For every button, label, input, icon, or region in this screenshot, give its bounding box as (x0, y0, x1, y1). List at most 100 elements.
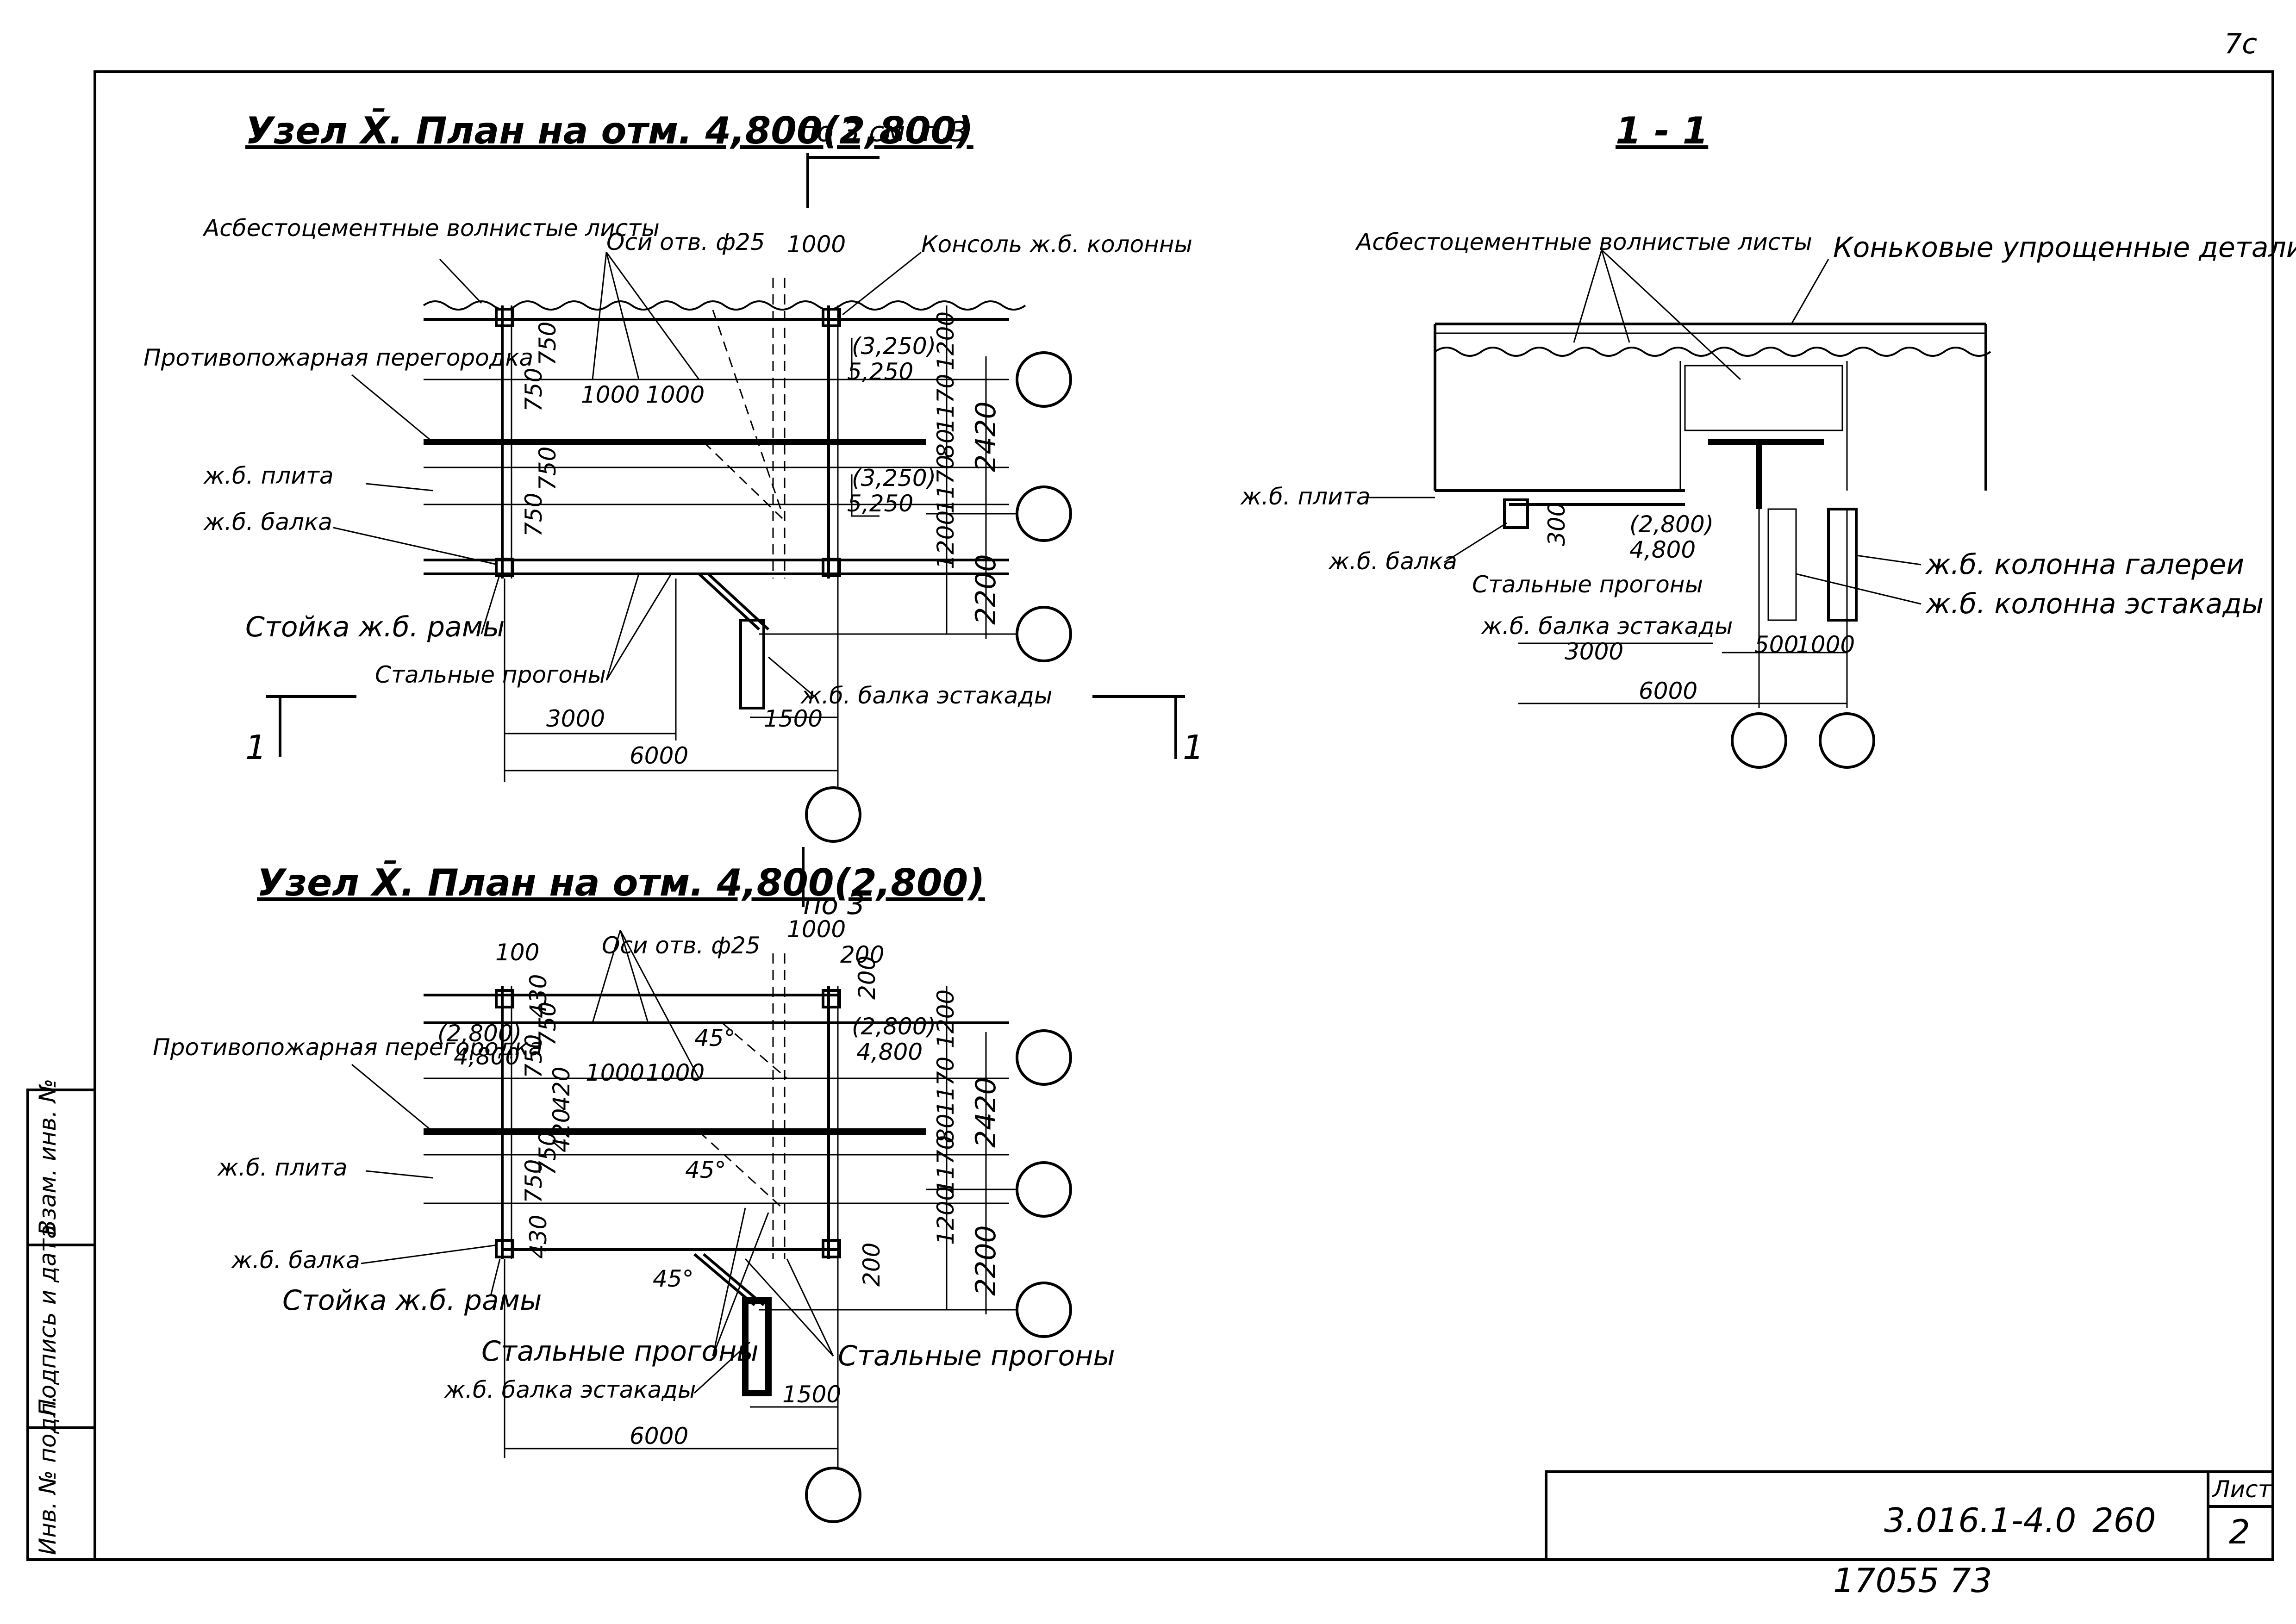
axis-bubble (1016, 351, 1072, 408)
dim-text: 430 (525, 1215, 552, 1259)
side-stamp-replacement: Взам. инв. № (34, 1079, 61, 1236)
side-stamp: Инв. № подл. Подпись и дата Взам. инв. № (26, 1079, 96, 1561)
label-column-console: Консоль ж.б. колонны (921, 231, 1192, 258)
leader-line (439, 258, 482, 304)
plan-bottom: Узел X̄. План на отм. 4,800(2,800) по 3 (153, 847, 1115, 1523)
dim-text: 1000 (581, 381, 640, 408)
leader-line (480, 573, 501, 635)
dim-text: 5,250 (847, 490, 913, 517)
dim-text: 420 (548, 1067, 575, 1111)
column-console (822, 1239, 841, 1258)
leader-line (712, 1212, 769, 1356)
dim-text: 3000 (546, 705, 605, 732)
section-cut-label: 1 (245, 728, 267, 767)
title-block-sheet-label: Лист (2212, 1476, 2272, 1503)
axis-bubble (1016, 1282, 1072, 1338)
label-gallery-column: ж.б. колонна галереи (1925, 548, 2244, 581)
dim-text: 200 (840, 941, 884, 968)
dim-text: 1200 (932, 1186, 959, 1245)
plan-bottom-title: Узел X̄. План на отм. 4,800(2,800) (257, 860, 985, 904)
leader-line (1856, 554, 1922, 566)
dim-text: 1170 (932, 1057, 959, 1115)
dim-text: 45° (694, 1025, 736, 1052)
axis-bubble (1819, 712, 1875, 769)
leader-line (1601, 249, 1630, 343)
label-steel-purlins-right: Стальные прогоны (838, 1340, 1115, 1372)
leader-line (605, 573, 672, 681)
label-asbestos-sheets: Асбестоцементные волнистые листы (202, 215, 660, 242)
column-console (822, 308, 841, 327)
section-1-1: 1 - 1 Асбестоцементные волнистые листы (1240, 109, 2296, 769)
dim-text: 750 (534, 1132, 561, 1176)
dim-text: 3000 (1565, 638, 1623, 665)
dim-text: 430 (525, 974, 552, 1018)
leader-line (1791, 259, 1829, 324)
dim-text: 1200 (932, 510, 959, 569)
leader-line (490, 1258, 501, 1296)
label-asbestos-sheets: Асбестоцементные волнистые листы (1355, 229, 1812, 255)
dim-text: (2,800) (1629, 511, 1714, 538)
dim-text: 45° (685, 1157, 726, 1183)
dim-text: 1000 (646, 1059, 705, 1086)
axis-bubble (805, 786, 861, 843)
leader-line (1796, 573, 1922, 605)
label-trestle-beam: ж.б. балка эстакады (444, 1376, 696, 1403)
leader-line (351, 1064, 433, 1132)
hidden-line (712, 310, 783, 514)
label-rc-beam: ж.б. балка (203, 509, 332, 535)
label-fire-partition: Противопожарная перегородка (153, 1034, 543, 1061)
label-frame-post: Стойка ж.б. рамы (282, 1284, 542, 1317)
elevation-mark (851, 474, 880, 517)
dim-text: 45° (653, 1265, 694, 1292)
leader-line (605, 573, 640, 681)
side-stamp-signature: Подпись и дата (34, 1225, 61, 1416)
dim-text: (3,250) (852, 465, 936, 492)
dim-text: 2200 (970, 554, 1002, 625)
corrugated-sheets-section (1434, 347, 1991, 357)
axis-bubble (1016, 1029, 1072, 1086)
corner-mark: 7с (2224, 28, 2257, 60)
leader-line (351, 374, 433, 443)
label-hole-axes: Оси отв. ф25 (602, 932, 761, 959)
dim-text: 1170 (932, 455, 959, 514)
leader-line (592, 930, 621, 1023)
dim-text: 750 (534, 1002, 561, 1046)
label-ridge-details: Коньковые упрощенные детали (1833, 231, 2296, 264)
label-trestle-beam: ж.б. балка эстакады (1481, 613, 1733, 640)
title-block: 3.016.1-4.0 260 Лист 2 (1545, 1470, 2274, 1561)
leader-line (744, 1258, 834, 1357)
dim-text: 80 (932, 1114, 959, 1143)
trestle-beam-diagonal (703, 1253, 765, 1307)
dim-text: 1500 (782, 1381, 841, 1408)
leader-line (365, 1170, 433, 1179)
leader-line (1444, 522, 1507, 563)
dim-text: 200 (858, 1243, 885, 1287)
label-rc-slab: ж.б. плита (1240, 483, 1370, 510)
dim-text: 6000 (630, 1423, 688, 1450)
dim-text: 2420 (970, 401, 1002, 472)
axis-bubble (1016, 485, 1072, 542)
label-rc-slab: ж.б. плита (217, 1154, 347, 1181)
leader-line (1573, 249, 1603, 343)
dim-text: 6000 (1639, 678, 1697, 704)
label-steel-purlins-left: Стальные прогоны (481, 1335, 759, 1368)
title-block-frame (1545, 1470, 2274, 1561)
leader-line (619, 930, 700, 1079)
trestle-column (739, 619, 765, 709)
dim-text: 1000 (787, 916, 846, 943)
dim-text: 1000 (646, 381, 705, 408)
dim-text: 1200 (932, 311, 959, 370)
plan-top-title: Узел X̄. План на отм. 4,800(2,800) (245, 108, 973, 152)
title-block-code: 3.016.1-4.0 (1884, 1501, 2076, 1540)
dim-text: 300 (1543, 502, 1570, 546)
label-fire-partition: Противопожарная перегородка (144, 344, 533, 371)
trestle-beam-diagonal (693, 1253, 755, 1307)
hidden-line (703, 441, 783, 519)
bottom-mark: 17055 73 (1833, 1561, 1992, 1600)
hidden-line (698, 1131, 783, 1209)
dim-text: 4,800 (856, 1039, 923, 1065)
column-console (822, 558, 841, 577)
dim-text: 500 (1754, 631, 1798, 658)
axis-bubble (805, 1467, 861, 1523)
label-trestle-beam: ж.б. балка эстакады (800, 682, 1052, 709)
